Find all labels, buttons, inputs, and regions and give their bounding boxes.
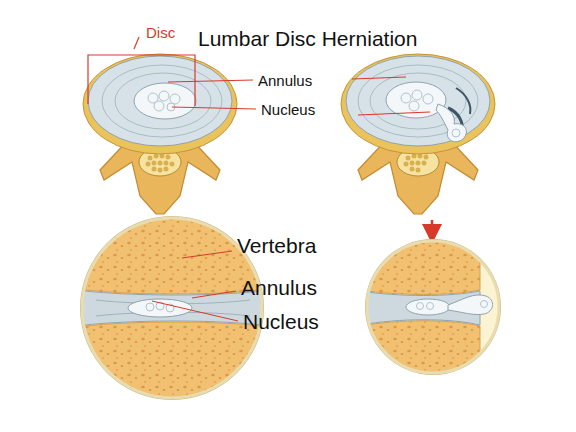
- herniated-disc-top-view: [341, 54, 495, 214]
- part-label: Annulus: [241, 276, 317, 300]
- leader-line: [192, 291, 236, 298]
- leader-line: [152, 301, 238, 321]
- disc-top-view: [83, 54, 237, 214]
- part-label: Vertebra: [237, 234, 316, 258]
- leader-line: [358, 112, 430, 115]
- part-label: Nucleus: [243, 310, 319, 334]
- part-label: Nucleus: [261, 101, 315, 118]
- leader-line: [352, 77, 406, 79]
- leader-line: [168, 80, 253, 82]
- herniated-disc-side-view: [360, 235, 501, 380]
- leader-line: [182, 251, 232, 258]
- leader-line: [172, 107, 256, 109]
- leader-line: [134, 37, 139, 49]
- part-label: Disc: [146, 24, 175, 41]
- down-arrow: [431, 220, 434, 234]
- diagram-title: Lumbar Disc Herniation: [198, 27, 417, 51]
- part-label: Annulus: [258, 72, 312, 89]
- disc-bracket: [88, 55, 195, 106]
